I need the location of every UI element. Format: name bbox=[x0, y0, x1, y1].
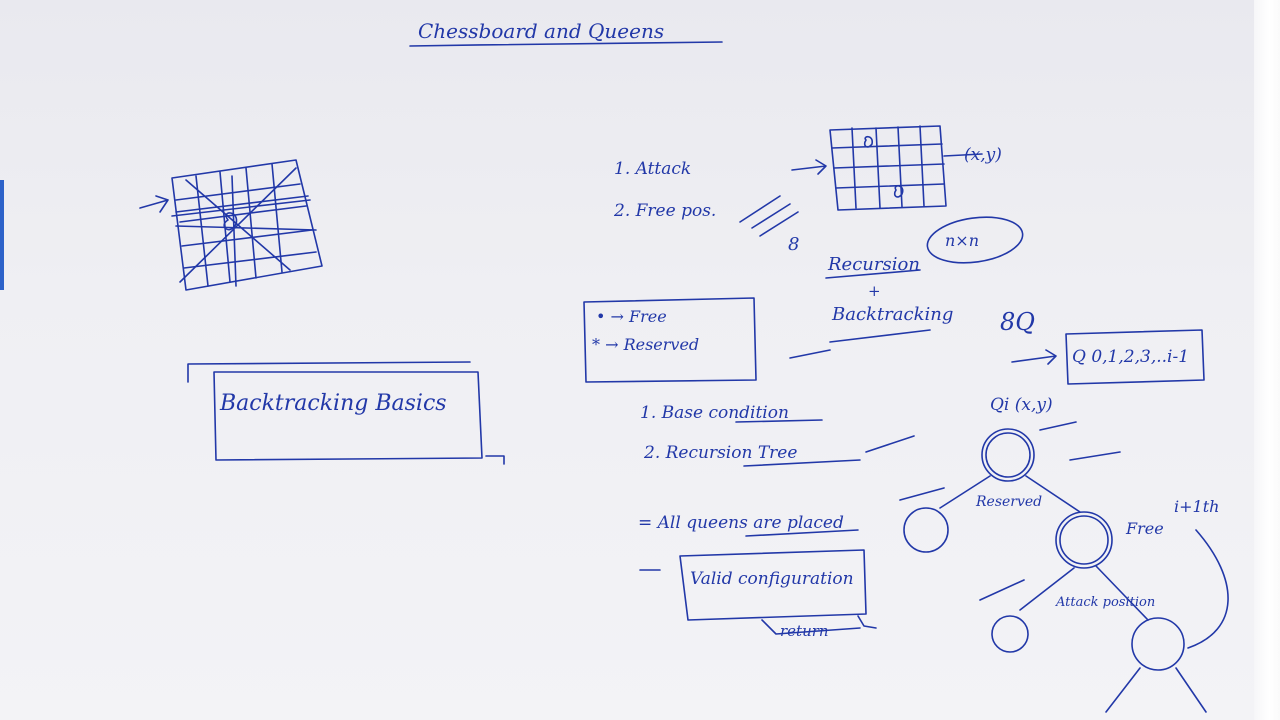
eight-q-label: 8Q bbox=[1000, 308, 1035, 336]
attack-list-2: 2. Free pos. bbox=[613, 201, 716, 221]
backtracking-underline bbox=[789, 329, 931, 359]
curved-arrow bbox=[1187, 529, 1229, 649]
recursion-tree bbox=[899, 421, 1229, 713]
all-queens-label: = All queens are placed bbox=[638, 513, 844, 533]
qi-label: Qi (x,y) bbox=[990, 395, 1053, 415]
all-queens-underline bbox=[745, 529, 859, 537]
step-base-condition: 1. Base condition bbox=[640, 403, 789, 423]
steps-underlines bbox=[735, 419, 915, 467]
chessboard-sketch-left bbox=[139, 159, 323, 291]
tree-node-lower-right bbox=[1131, 617, 1185, 671]
chessboard-sketch-right bbox=[829, 125, 983, 211]
backtracking-label: Backtracking bbox=[831, 304, 953, 325]
nxn-label: n×n bbox=[945, 231, 979, 250]
tree-attack-label: Attack position bbox=[1055, 595, 1155, 610]
hatch-marks bbox=[739, 195, 799, 237]
valid-config-box bbox=[679, 549, 867, 621]
arrow-to-range bbox=[1011, 349, 1057, 365]
tree-reserved-label: Reserved bbox=[975, 494, 1042, 510]
tree-count-label: i+1th bbox=[1174, 497, 1219, 516]
recursion-label: Recursion bbox=[827, 254, 920, 275]
recursion-underline bbox=[825, 269, 921, 279]
title-text: Chessboard and Queens bbox=[418, 19, 664, 43]
arrow-to-board bbox=[791, 159, 827, 175]
eight-label: 8 bbox=[788, 234, 799, 255]
tree-node-lower-left bbox=[991, 615, 1029, 653]
valid-config-label: Valid configuration bbox=[690, 569, 854, 589]
tree-node-root bbox=[981, 428, 1035, 482]
title-underline bbox=[409, 41, 723, 47]
legend-reserved: * → Reserved bbox=[592, 335, 699, 354]
backtracking-basics-box: Backtracking Basics bbox=[187, 361, 505, 465]
queen-range-label: Q 0,1,2,3,..i-1 bbox=[1072, 347, 1189, 367]
queen-range-box bbox=[1065, 329, 1205, 385]
coord-label: (x,y) bbox=[964, 145, 1002, 165]
tree-node-middle bbox=[1055, 511, 1113, 569]
tree-hatches bbox=[899, 421, 1121, 601]
return-label: return bbox=[780, 622, 829, 640]
return-arrow bbox=[761, 615, 877, 635]
attack-list-1: 1. Attack bbox=[614, 159, 691, 179]
tree-free-label: Free bbox=[1125, 519, 1164, 538]
legend-free: • → Free bbox=[596, 307, 667, 326]
legend-box: • → Free * → Reserved bbox=[583, 297, 757, 383]
paper-edge bbox=[1254, 0, 1280, 720]
nxn-oval bbox=[926, 216, 1024, 264]
tree-node-left bbox=[903, 507, 949, 553]
background-strip bbox=[0, 180, 4, 290]
left-box-text: Backtracking Basics bbox=[219, 391, 447, 416]
step-recursion-tree: 2. Recursion Tree bbox=[643, 443, 797, 463]
plus-sign: + bbox=[868, 282, 881, 300]
